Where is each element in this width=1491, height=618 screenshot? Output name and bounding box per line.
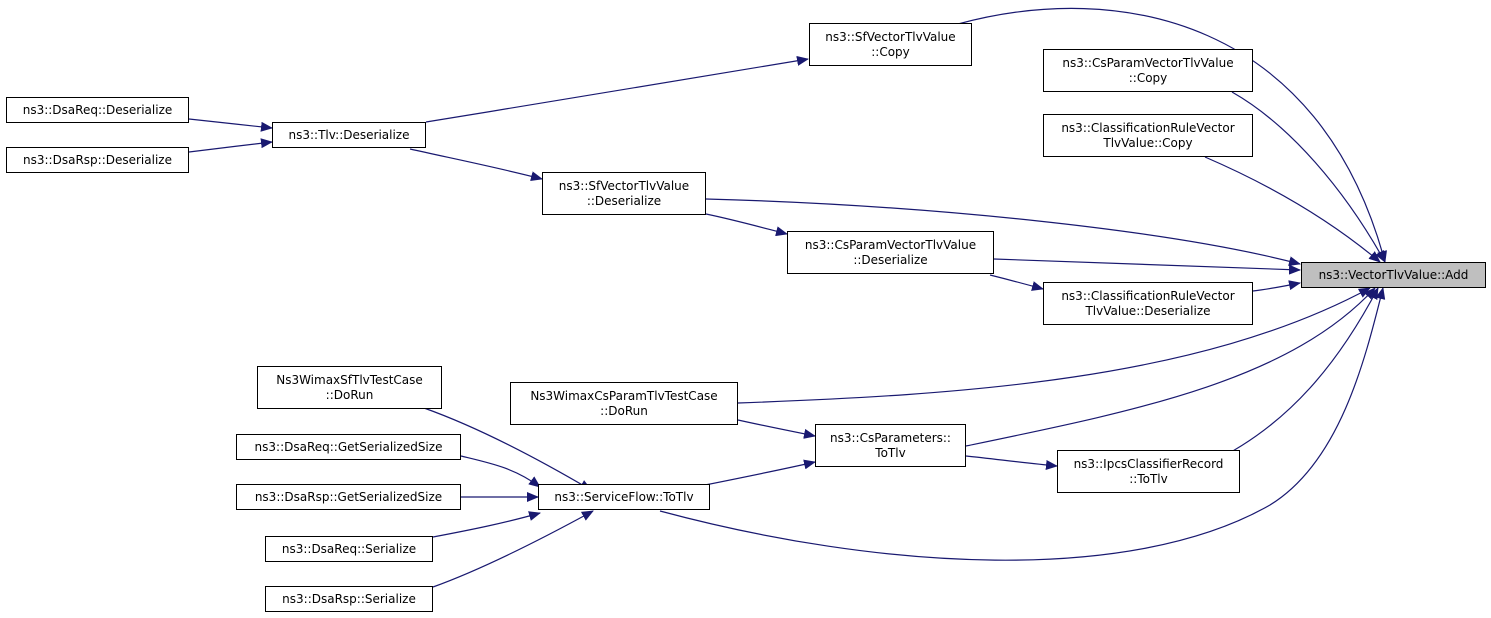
node-vectortlvvalue-add[interactable]: ns3::VectorTlvValue::Add <box>1301 262 1486 288</box>
node-label: ns3::DsaRsp::Serialize <box>282 591 416 606</box>
node-csparameters-totlv[interactable]: ns3::CsParameters:: ToTlv <box>815 424 966 467</box>
node-label: ::DoRun <box>600 403 648 418</box>
edge-dsareq-size-to-sflow <box>460 455 541 488</box>
node-label: Ns3WimaxCsParamTlvTestCase <box>530 388 718 403</box>
node-tlv-deserialize[interactable]: ns3::Tlv::Deserialize <box>272 122 426 148</box>
edge-class-copy-to-add <box>1204 156 1381 263</box>
edge-cs-test-to-add <box>737 287 1371 404</box>
edge-dsarsp-to-tlv <box>188 138 273 153</box>
edge-tlv-to-sf-copy <box>425 55 809 123</box>
node-label: ns3::ClassificationRuleVector <box>1061 288 1235 303</box>
node-label: ::Deserialize <box>586 193 662 208</box>
node-cs-test-dorun[interactable]: Ns3WimaxCsParamTlvTestCase ::DoRun <box>510 382 738 425</box>
node-label: ns3::VectorTlvValue::Add <box>1318 267 1469 282</box>
node-label: ToTlv <box>875 445 906 460</box>
node-dsareq-deserialize[interactable]: ns3::DsaReq::Deserialize <box>6 97 189 123</box>
node-label: Ns3WimaxSfTlvTestCase <box>276 372 423 387</box>
node-dsarsp-serialize[interactable]: ns3::DsaRsp::Serialize <box>265 586 433 612</box>
node-sf-copy[interactable]: ns3::SfVectorTlvValue ::Copy <box>809 23 972 66</box>
node-sf-test-dorun[interactable]: Ns3WimaxSfTlvTestCase ::DoRun <box>257 366 442 409</box>
node-class-copy[interactable]: ns3::ClassificationRuleVector TlvValue::… <box>1043 114 1253 157</box>
node-label: ::Copy <box>871 44 910 59</box>
node-label: ns3::CsParameters:: <box>830 430 951 445</box>
node-label: ns3::SfVectorTlvValue <box>558 178 690 193</box>
edge-sf-deser-to-cs-deser <box>705 213 788 237</box>
node-label: ::Copy <box>1128 70 1168 85</box>
edge-sf-test-to-sflow <box>423 407 592 491</box>
node-cs-deserialize[interactable]: ns3::CsParamVectorTlvValue ::Deserialize <box>787 231 994 274</box>
edge-cs-deser-to-class-deser <box>989 274 1044 291</box>
node-label: ns3::Tlv::Deserialize <box>288 127 410 142</box>
node-label: ns3::CsParamVectorTlvValue <box>1062 55 1234 70</box>
node-label: ns3::DsaReq::Serialize <box>281 541 417 556</box>
node-label: ns3::ClassificationRuleVector <box>1061 120 1235 135</box>
node-label: ns3::IpcsClassifierRecord <box>1073 456 1224 471</box>
node-cs-copy[interactable]: ns3::CsParamVectorTlvValue ::Copy <box>1043 49 1253 92</box>
node-dsareq-serialize[interactable]: ns3::DsaReq::Serialize <box>265 536 433 562</box>
node-label: ns3::DsaRsp::Deserialize <box>23 152 172 167</box>
node-label: TlvValue::Deserialize <box>1085 303 1211 318</box>
edge-cs-test-to-csparams <box>737 419 816 439</box>
edge-csparams-to-ipcs <box>965 455 1058 470</box>
node-label: ns3::DsaReq::Deserialize <box>22 102 173 117</box>
edge-class-deser-to-add <box>1252 280 1301 292</box>
node-serviceflow-totlv[interactable]: ns3::ServiceFlow::ToTlv <box>538 484 710 510</box>
node-label: ns3::ServiceFlow::ToTlv <box>554 489 694 504</box>
edge-sf-copy-to-add <box>957 7 1387 263</box>
edge-ipcs-to-add <box>1209 287 1379 464</box>
edge-cs-deser-to-add <box>993 258 1301 275</box>
edge-dsarsp-ser-to-sflow <box>432 510 594 588</box>
node-dsarsp-getserializedsize[interactable]: ns3::DsaRsp::GetSerializedSize <box>236 484 461 510</box>
node-label: ns3::CsParamVectorTlvValue <box>804 237 977 252</box>
edge-sflow-to-csparams <box>704 459 816 486</box>
edge-dsareq-ser-to-sflow <box>432 511 541 538</box>
node-dsarsp-deserialize[interactable]: ns3::DsaRsp::Deserialize <box>6 147 189 173</box>
node-ipcs-totlv[interactable]: ns3::IpcsClassifierRecord ::ToTlv <box>1057 450 1240 493</box>
edge-cs-copy-to-add <box>1231 91 1386 263</box>
node-label: ::ToTlv <box>1129 471 1168 486</box>
node-dsareq-getserializedsize[interactable]: ns3::DsaReq::GetSerializedSize <box>236 434 461 460</box>
edge-tlv-to-sf-deser <box>409 148 543 182</box>
node-label: ns3::SfVectorTlvValue <box>825 29 956 44</box>
node-class-deserialize[interactable]: ns3::ClassificationRuleVector TlvValue::… <box>1043 282 1253 325</box>
node-label: TlvValue::Copy <box>1103 135 1193 150</box>
edge-sf-deser-to-add <box>705 198 1301 267</box>
node-sf-deserialize[interactable]: ns3::SfVectorTlvValue ::Deserialize <box>542 172 706 215</box>
edge-csparams-to-add <box>965 287 1376 447</box>
node-label: ns3::DsaReq::GetSerializedSize <box>254 439 443 454</box>
node-label: ::DoRun <box>325 387 374 402</box>
edge-dsareq-to-tlv <box>188 118 273 132</box>
node-label: ::Deserialize <box>853 252 928 267</box>
node-label: ns3::DsaRsp::GetSerializedSize <box>254 489 443 504</box>
edge-sflow-to-add <box>659 287 1386 561</box>
